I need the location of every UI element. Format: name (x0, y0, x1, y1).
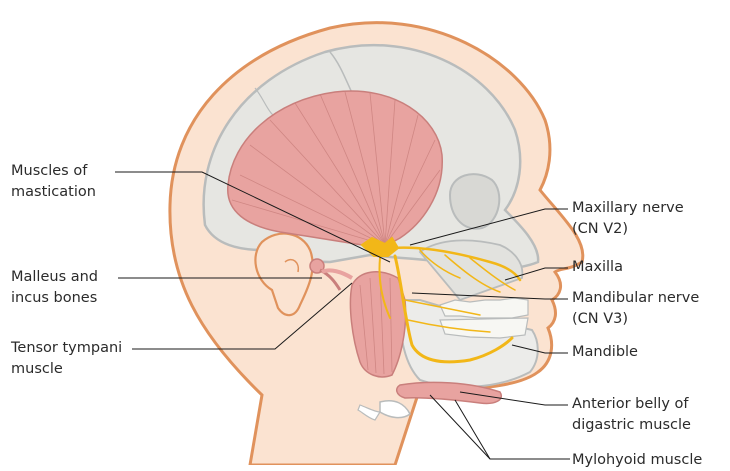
label-maxillary-nerve: Maxillary nerve (CN V2) (572, 198, 684, 240)
label-maxilla: Maxilla (572, 257, 623, 278)
label-mylohyoid: Mylohyoid muscle (572, 450, 702, 471)
label-anterior-belly-digastric: Anterior belly of digastric muscle (572, 394, 691, 436)
label-muscles-of-mastication: Muscles of mastication (11, 161, 96, 203)
label-malleus-incus: Malleus and incus bones (11, 267, 98, 309)
label-mandibular-nerve: Mandibular nerve (CN V3) (572, 288, 699, 330)
label-tensor-tympani: Tensor tympani muscle (11, 338, 122, 380)
label-mandible: Mandible (572, 342, 638, 363)
